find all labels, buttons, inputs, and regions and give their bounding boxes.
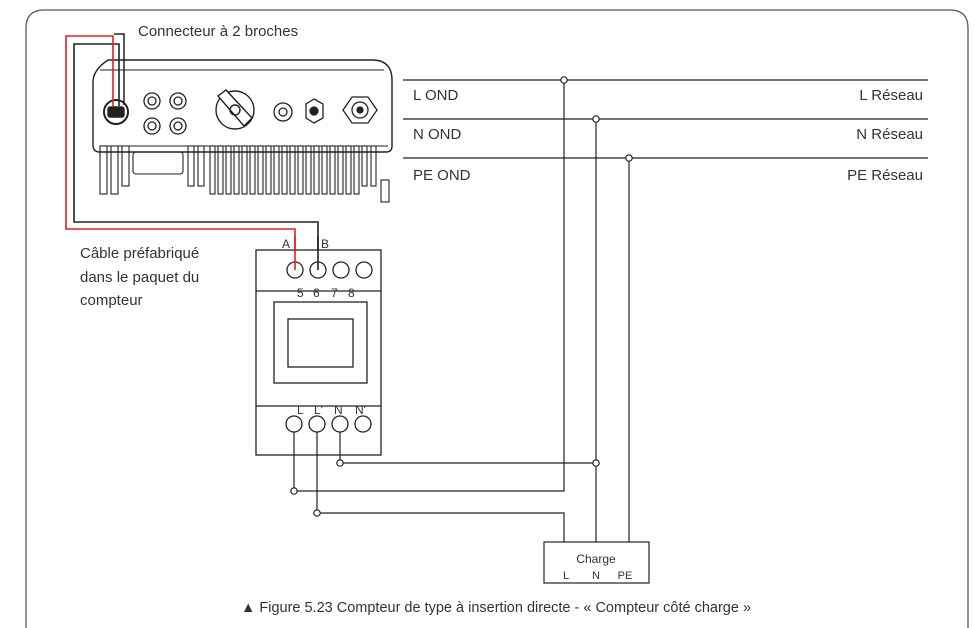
meter-l-prime-label: L' — [314, 403, 323, 417]
charge-l-label: L — [563, 570, 569, 582]
pin-6-label: 6 — [313, 286, 320, 300]
dc-switch — [215, 89, 255, 130]
inverter — [92, 59, 393, 203]
diagram-frame — [25, 9, 969, 628]
meter-body — [255, 249, 382, 456]
meter-n-prime-label: N' — [355, 403, 366, 417]
meter-l-label: L — [297, 403, 304, 417]
charge-title: Charge — [576, 552, 616, 566]
pin-7-label: 7 — [331, 286, 338, 300]
bus-lines — [403, 79, 928, 159]
figure-caption: ▲ Figure 5.23 Compteur de type à inserti… — [241, 600, 751, 616]
pin-5-label: 5 — [297, 286, 304, 300]
meter — [255, 249, 382, 456]
n-reseau-label: N Réseau — [856, 126, 923, 143]
connector-leader — [114, 33, 125, 105]
meter-n-label: N — [334, 403, 343, 417]
cable-glands — [273, 96, 378, 124]
l-ond-label: L OND — [413, 87, 458, 104]
connector-label: Connecteur à 2 broches — [138, 23, 298, 40]
charge-n-label: N — [592, 570, 600, 582]
pe-ond-label: PE OND — [413, 167, 471, 184]
l-reseau-label: L Réseau — [859, 87, 923, 104]
com-port — [103, 99, 129, 125]
cooling-fins — [99, 145, 390, 203]
dc-connectors — [143, 92, 187, 135]
cable-label-line1: Câble préfabriqué — [80, 245, 199, 262]
meter-display-frame — [273, 301, 368, 384]
cable-label-line2: dans le paquet du — [80, 269, 199, 286]
junction-dots — [290, 76, 633, 517]
black-cable — [73, 43, 319, 266]
pin-8-label: 8 — [348, 286, 355, 300]
terminal-a-label: A — [282, 237, 290, 251]
cable-label-line3: compteur — [80, 292, 143, 309]
red-cable — [65, 35, 296, 266]
wiring — [293, 80, 630, 542]
charge-box — [543, 541, 650, 584]
n-ond-label: N OND — [413, 126, 462, 143]
pe-reseau-label: PE Réseau — [847, 167, 923, 184]
charge-pe-label: PE — [618, 570, 633, 582]
terminal-b-label: B — [321, 237, 329, 251]
meter-display — [287, 318, 354, 368]
